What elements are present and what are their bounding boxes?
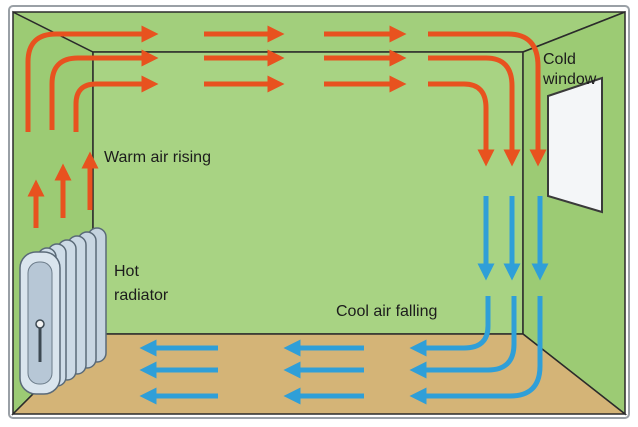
hot-radiator-label-line1: Hot — [114, 263, 139, 280]
warm-curve-3 — [73, 75, 159, 132]
hot-radiator-label-line2: radiator — [114, 287, 169, 304]
warm-down-curve-3 — [428, 81, 495, 167]
cold-window — [547, 76, 603, 214]
warm-down-curve-1 — [428, 31, 547, 167]
cool-air-arrows — [139, 196, 549, 405]
warm-air-label: Warm air rising — [104, 149, 211, 166]
cool-floor-curve-3 — [409, 296, 543, 405]
hot-radiator — [19, 227, 107, 395]
cold-window-label-line2: window — [542, 71, 597, 88]
cool-floor-curve-2 — [409, 296, 517, 379]
warm-curve-1 — [25, 25, 159, 132]
warm-curve-2 — [49, 49, 159, 130]
cool-floor-curve-1 — [409, 296, 491, 357]
cold-window-label-line1: Cold — [543, 51, 576, 68]
cool-air-label: Cool air falling — [336, 303, 437, 320]
warm-air-arrows — [25, 25, 547, 228]
window-sill — [547, 195, 603, 213]
warm-down-curve-2 — [428, 55, 521, 167]
